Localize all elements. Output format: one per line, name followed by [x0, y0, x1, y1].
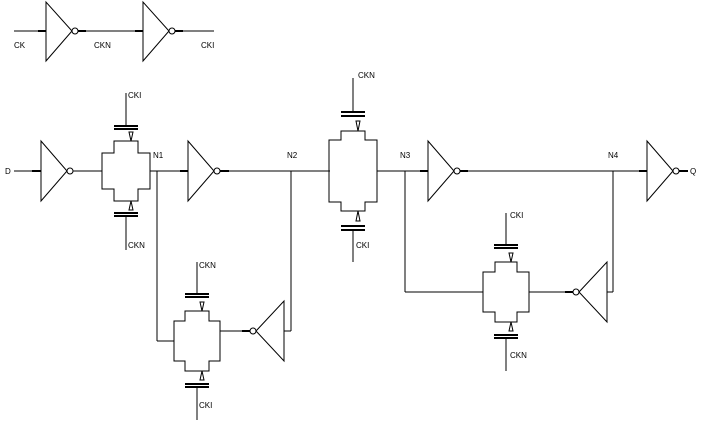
ck-label: CK [14, 41, 26, 50]
tg4-bottom-label: CKN [510, 351, 527, 360]
d-label: D [5, 167, 11, 176]
feedback-inverter-1-icon [255, 299, 285, 363]
q-label: Q [690, 167, 696, 176]
transmission-gate-1 [101, 140, 151, 202]
transmission-gate-3 [328, 130, 378, 212]
transmission-gate-2 [173, 310, 221, 372]
feedback-loop-2: CKI CKN [482, 211, 608, 371]
tg4-top-label: CKI [510, 211, 523, 220]
data-path: D CKI CKN N1 N2 [5, 71, 696, 332]
n1-label: N1 [153, 151, 164, 160]
n4-label: N4 [608, 151, 619, 160]
input-inverter-icon [40, 139, 68, 203]
cki-label: CKI [201, 41, 214, 50]
n2-label: N2 [287, 151, 298, 160]
tg1-bottom-label: CKN [128, 241, 145, 250]
ckn-label: CKN [94, 41, 111, 50]
feedback-inverter-2-icon [578, 260, 608, 324]
tg3-bottom-label: CKI [356, 241, 369, 250]
inverter-ckn-icon [142, 0, 170, 63]
feedback-loop-1: CKN CKI [156, 171, 285, 420]
inverter-n3-icon [427, 139, 455, 203]
tg2-top-label: CKN [199, 261, 216, 270]
inverter-ck-icon [45, 0, 73, 63]
output-inverter-icon [646, 139, 674, 203]
clock-inverter-chain: CK CKN CKI [14, 0, 214, 63]
tg3-top-label: CKN [358, 71, 375, 80]
tg1-top-label: CKI [128, 91, 141, 100]
inverter-n1-icon [187, 139, 215, 203]
tg2-bottom-label: CKI [199, 401, 212, 410]
n3-label: N3 [400, 151, 411, 160]
transmission-gate-4 [482, 261, 530, 323]
